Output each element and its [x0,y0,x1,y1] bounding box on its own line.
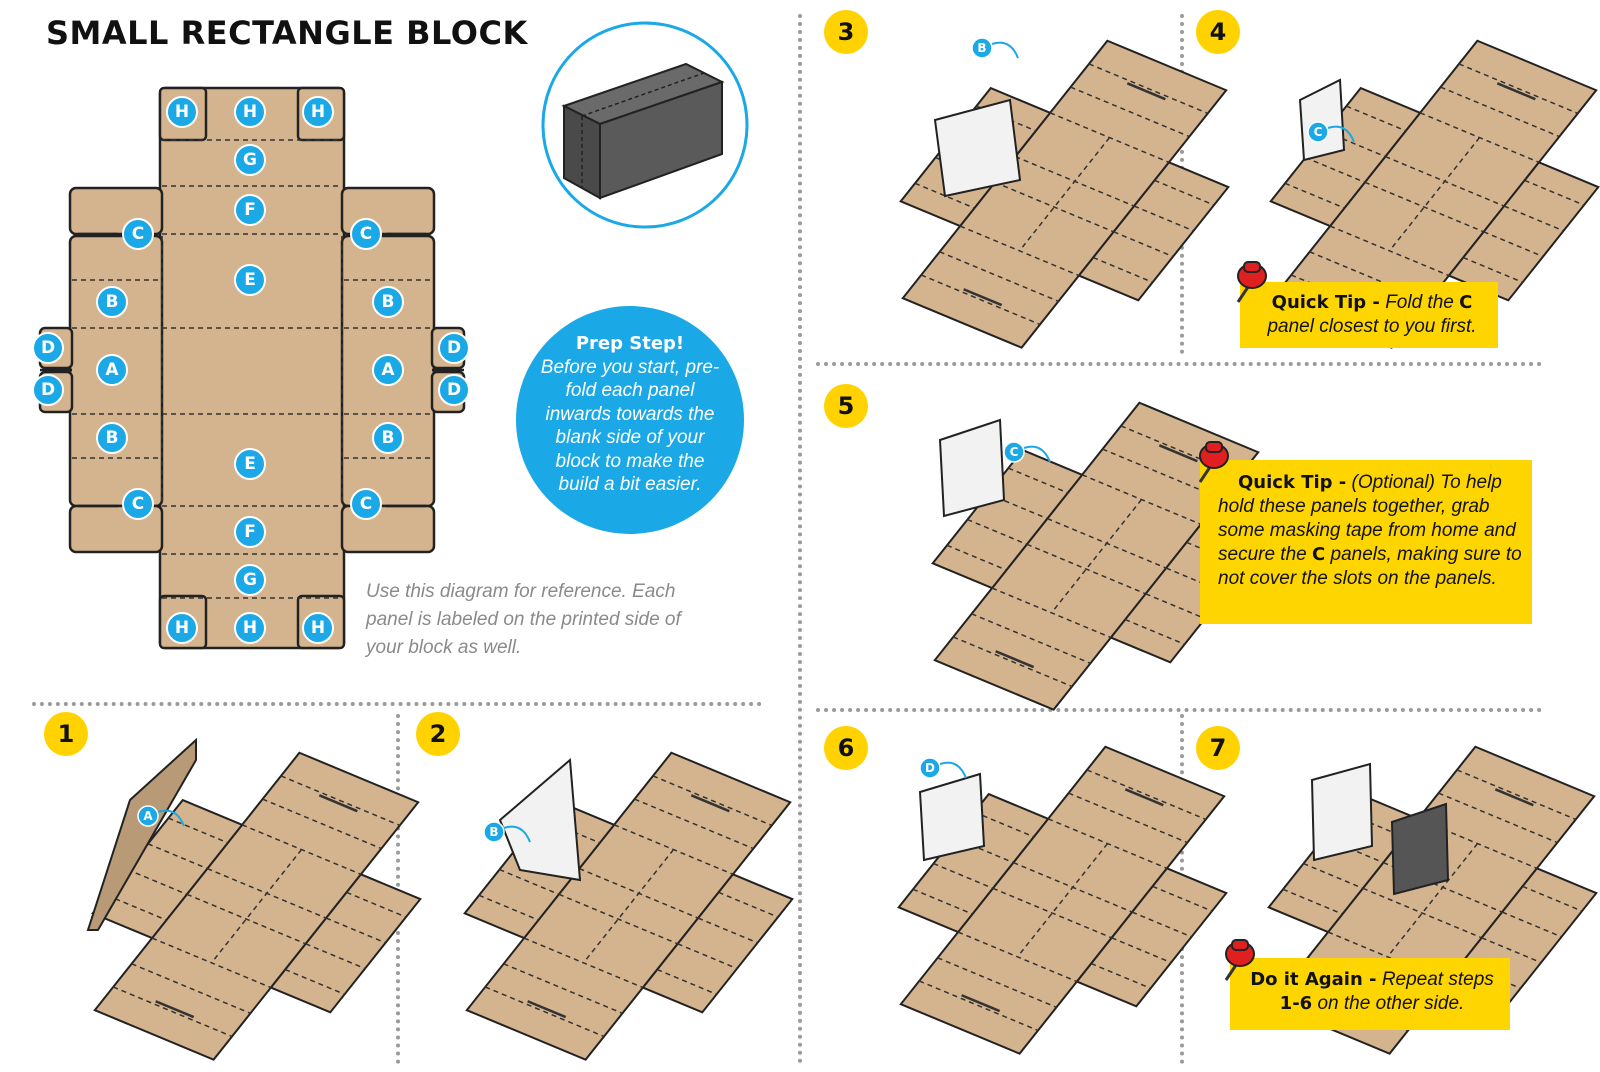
panel-label-h: H [166,612,198,644]
step-number-7: 7 [1196,726,1240,770]
step-number-2: 2 [416,712,460,756]
panel-label-h: H [302,612,334,644]
panel-label-h: H [234,612,266,644]
tip-bold: 1-6 [1279,993,1313,1014]
step-2-net [463,751,794,1061]
step-number-1: 1 [44,712,88,756]
step-callout-label-text: D [925,761,935,775]
fold-arrow-icon [991,41,1019,59]
prep-step-body: Before you start, pre-fold each panel in… [540,356,720,496]
step-number-3: 3 [824,10,868,54]
step-3-folded-panel [933,98,1022,198]
step-callout-label [919,757,941,779]
pushpin-icon [1198,441,1229,483]
step-6-folded-panel [918,772,986,862]
step-callout-label-text: C [1010,445,1019,459]
do-it-again-tip: Do it Again - Repeat steps 1-6 on the ot… [1230,958,1510,1030]
panel-label-f: F [234,194,266,226]
step-1-net [91,751,422,1061]
panel-label-f: F [234,516,266,548]
panel-label-g: G [234,564,266,596]
panel-label-g: G [234,144,266,176]
tip-text: (Optional) To help hold these panels tog… [1218,472,1516,565]
tip-text: Repeat steps [1381,969,1494,990]
fold-arrow-icon [939,761,967,779]
page-title: SMALL RECTANGLE BLOCK [46,14,528,52]
divider [798,14,802,1064]
tip-heading: Quick Tip - [1238,472,1347,493]
quick-tip-4: Quick Tip - Fold the C panel closest to … [1240,282,1498,348]
step-callout-label-text: A [143,809,153,823]
panel-label-b: B [372,422,404,454]
tip-bold: C [1312,544,1326,565]
prep-step-heading: Prep Step! [575,333,685,354]
panel-label-b: B [372,286,404,318]
step-number-6: 6 [824,726,868,770]
finished-block-illustration [541,21,749,229]
panel-label-e: E [234,448,266,480]
step-4-folded-panel [1298,78,1346,162]
tip-text: on the other side. [1317,993,1465,1014]
panel-label-d: D [438,332,470,364]
step-number-5: 5 [824,384,868,428]
step-callout-label [1307,121,1329,143]
divider [816,362,1542,366]
tip-heading: Do it Again - [1250,969,1377,990]
panel-label-e: E [234,264,266,296]
step-callout-label [137,805,159,827]
step-5-folded-panel [938,418,1006,518]
panel-label-b: B [96,422,128,454]
step-callout-label-text: B [977,41,986,55]
panel-label-h: H [302,96,334,128]
panel-label-h: H [234,96,266,128]
fold-arrow-icon [503,825,531,843]
step-6-net [897,745,1228,1055]
tip-heading: Quick Tip - [1271,292,1380,313]
panel-label-d: D [32,374,64,406]
step-callout-label [483,821,505,843]
reference-note: Use this diagram for reference. Each pan… [366,581,681,658]
step-number-4: 4 [1196,10,1240,54]
quick-tip-5: Quick Tip - (Optional) To help hold thes… [1200,460,1532,624]
panel-label-d: D [438,374,470,406]
panel-label-a: A [372,354,404,386]
tip-text: panels, making sure to not cover the slo… [1218,544,1522,589]
fold-arrow-icon [157,809,185,827]
step-callout-label-text: B [489,825,498,839]
panel-label-d: D [32,332,64,364]
panel-label-b: B [96,286,128,318]
divider [32,702,762,706]
step-1-folded-panel [86,737,197,931]
tip-text: Fold the [1385,292,1454,313]
tip-text: panel closest to you first. [1267,316,1477,337]
step-7-folded-panel-left [1310,762,1374,862]
panel-label-a: A [96,354,128,386]
pushpin-icon [1224,939,1255,981]
divider [816,708,1542,712]
pushpin-icon [1236,261,1267,303]
fold-arrow-icon [1327,125,1355,143]
step-callout-label-text: C [1314,125,1323,139]
panel-label-c: C [122,488,154,520]
prep-step-callout: Prep Step! Before you start, pre-fold ea… [516,306,744,534]
step-callout-label [1003,441,1025,463]
panel-label-c: C [350,218,382,250]
step-callout-label [971,37,993,59]
step-2-folded-panel [498,757,582,882]
panel-label-c: C [350,488,382,520]
step-7-folded-panel-right [1390,802,1450,896]
panel-label-c: C [122,218,154,250]
tip-bold: C [1459,292,1473,313]
panel-label-h: H [166,96,198,128]
fold-arrow-icon [1023,445,1051,463]
